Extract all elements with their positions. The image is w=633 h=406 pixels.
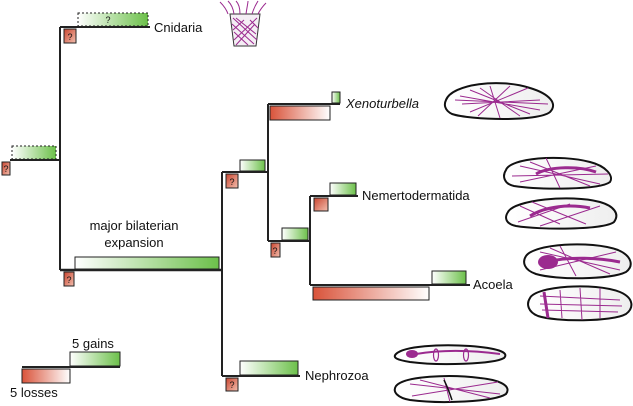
question-mark: ? [272,246,277,256]
question-mark: ? [67,32,72,42]
tree-branches [10,26,470,377]
question-mark: ? [105,15,110,25]
legend-losses-label: 5 losses [10,385,58,400]
gain-loss-bars [1,12,467,392]
legend-gain-bar [69,351,121,367]
acoelomorpha-loss-bar [270,242,281,258]
cnidaria-illustration [219,0,267,47]
bilateria-loss-bar [63,271,75,287]
nephrozoa-gain-bar [239,360,299,376]
acoela-illustration-1 [523,243,632,280]
xenoturbella-loss-bar [269,105,331,121]
question-mark: ? [229,177,234,187]
legend: 5 gains 5 losses [10,336,121,400]
taxon-label-nephrozoa: Nephrozoa [305,368,369,383]
nemertodermatida-loss-bar [313,197,329,212]
cnidaria-gain-bar [77,12,149,27]
cnidaria-loss-bar [63,28,77,44]
nemertodermatida-illustration-2 [505,197,618,230]
xenacoelomorpha-gain-bar [239,159,266,172]
taxon-label-acoela: Acoela [473,277,514,292]
xenacoelomorpha-loss-bar [225,173,239,189]
nephrozoa-illustration-1 [393,344,507,366]
annotation-line-1: major bilaterian [90,218,179,233]
annotation-line-2: expansion [104,235,163,250]
nemertodermatida-illustration-1 [503,156,612,190]
acoela-loss-bar [312,286,430,301]
acoelomorpha-gain-bar [281,227,309,241]
question-mark: ? [66,275,71,285]
nephrozoa-loss-bar [225,377,239,392]
root-loss-bar [1,161,11,176]
taxon-label-cnidaria: Cnidaria [154,20,203,35]
legend-gains-label: 5 gains [72,336,114,351]
root-gain-bar [11,145,57,160]
xenoturbella-gain-bar [331,91,341,104]
xenoturbella-illustration [443,82,555,120]
nephrozoa-illustration-2 [393,375,509,403]
acoela-illustration-2 [527,285,633,322]
taxon-label-nemertodermatida: Nemertodermatida [362,188,470,203]
uncertain-marks: ? ? ? ? ? ? ? [3,15,277,390]
legend-loss-bar [21,368,71,384]
bilateria-gain-bar [74,256,220,270]
taxon-label-xenoturbella: Xenoturbella [345,96,419,111]
question-mark: ? [3,164,8,174]
nemertodermatida-gain-bar [329,182,357,196]
question-mark: ? [229,380,234,390]
acoela-gain-bar [431,270,467,285]
